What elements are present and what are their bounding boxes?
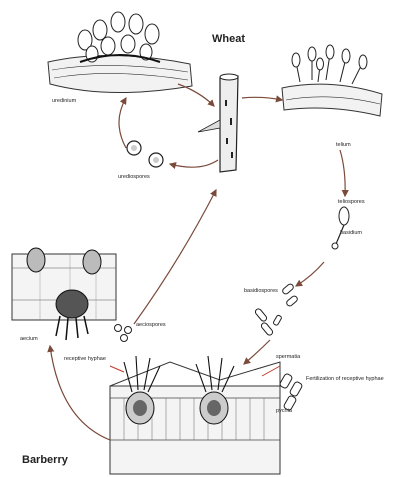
host-label-wheat: Wheat: [212, 33, 245, 45]
arrow-aeciospores-to-stem: [134, 190, 216, 324]
arrow-stem-to-telium: [242, 97, 282, 100]
teliospore-basidium-illustration: [332, 207, 349, 249]
label-basidiospores: basidiospores: [244, 288, 278, 294]
arrow-telium-to-teliospores: [340, 150, 345, 196]
label-aecium: aecium: [20, 336, 38, 342]
arrow-basidium-to-basidiospores: [296, 262, 324, 286]
label-receptive-hyphae: receptive hyphae: [64, 356, 106, 362]
label-aeciospores: aeciospores: [136, 322, 166, 328]
wheat-stem-illustration: [198, 74, 238, 172]
uredinium-illustration: [48, 12, 192, 93]
arrow-basidiospores-to-pycnia: [244, 340, 270, 364]
aecium-illustration: [12, 248, 116, 340]
urediospores-illustration: [127, 141, 163, 167]
aeciospores-illustration: [115, 325, 132, 342]
label-fertilization-note: Fertilization of receptive hyphae: [306, 376, 384, 382]
arrow-stem-to-urediospores: [170, 160, 218, 167]
label-basidium: basidium: [340, 230, 362, 236]
arrow-urediospores-to-uredinium: [119, 98, 126, 148]
label-uredinium: uredinium: [52, 98, 77, 104]
label-telium: telium: [336, 142, 351, 148]
label-spermatia: spermatia: [276, 354, 301, 360]
label-teliospores: teliospores: [338, 199, 365, 205]
host-label-barberry: Barberry: [22, 454, 69, 466]
label-pycnia: pycnia: [276, 408, 293, 414]
telium-illustration: [282, 45, 382, 116]
label-urediospores: urediospores: [118, 174, 150, 180]
spermatia-illustration: [279, 373, 303, 411]
